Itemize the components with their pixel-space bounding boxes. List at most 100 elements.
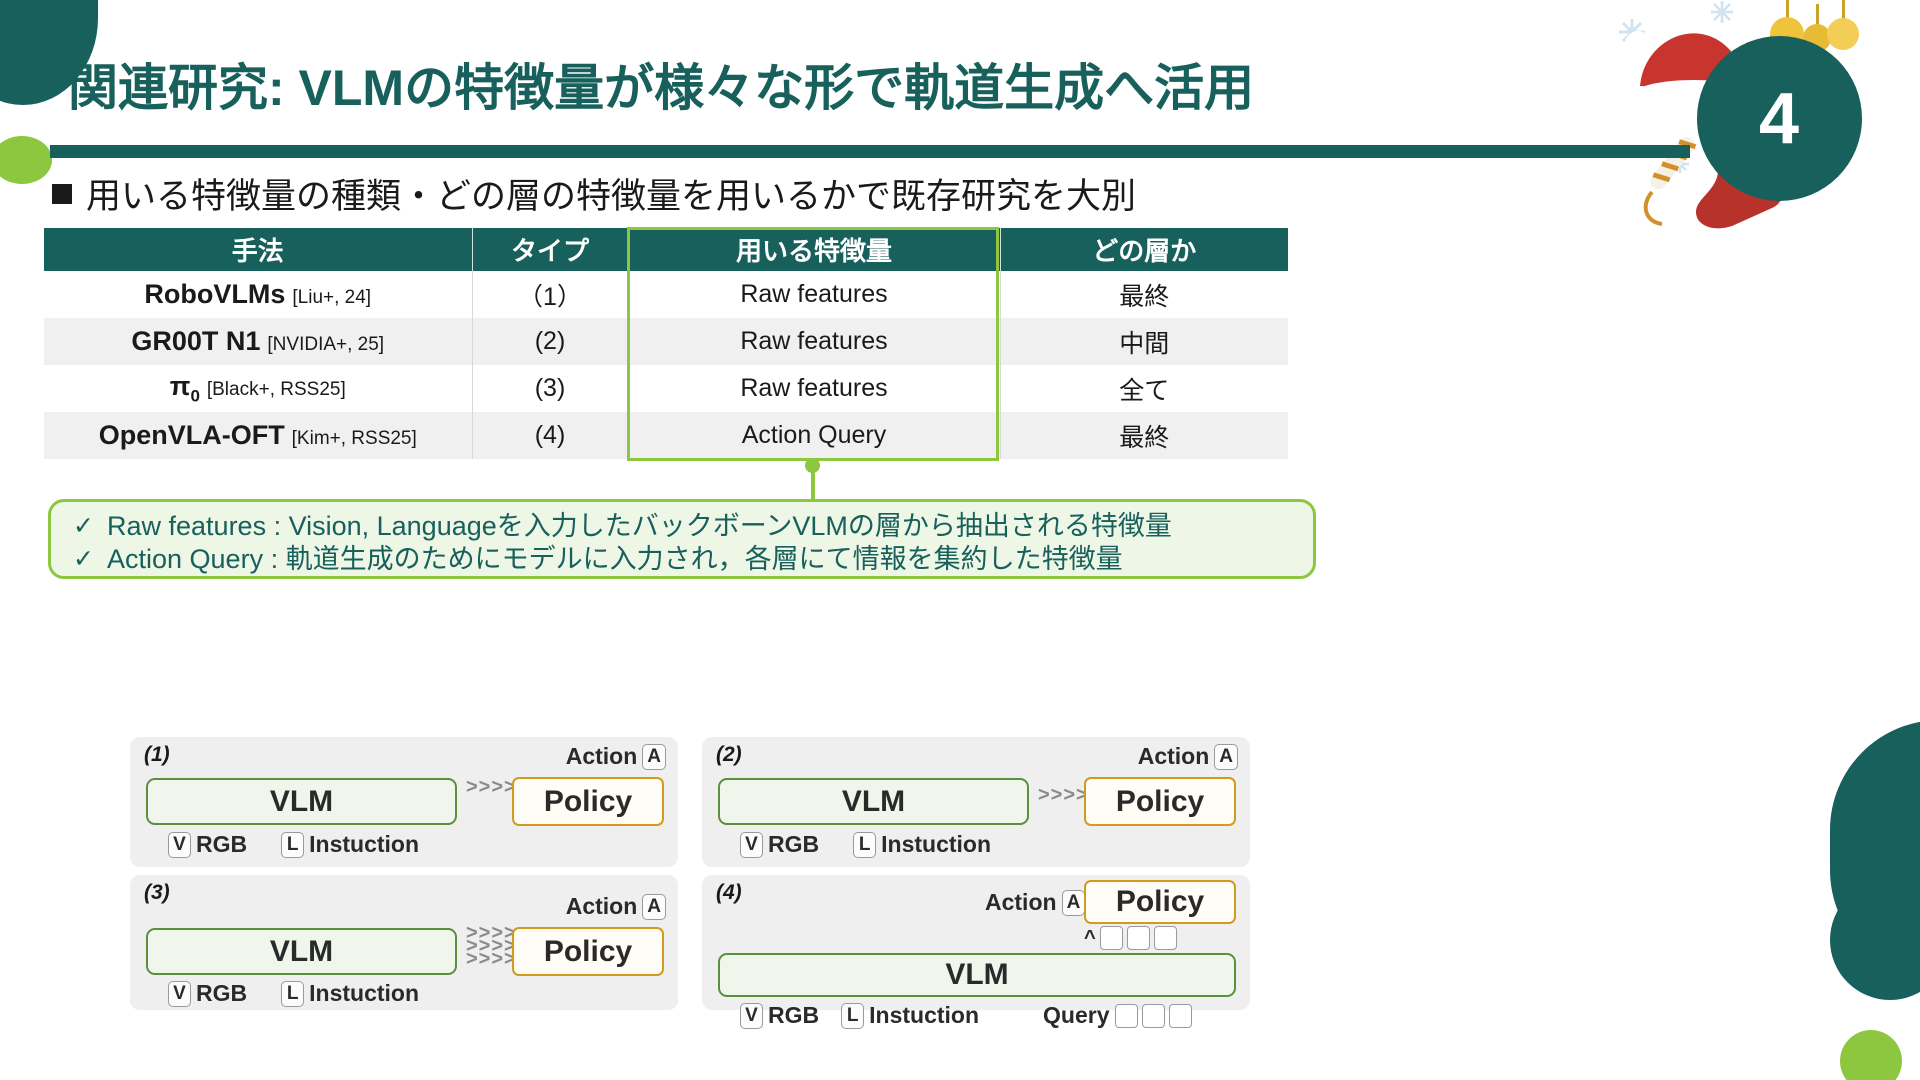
square-bullet-icon	[52, 183, 72, 204]
inputs-row-4: V RGB L Instuction Query	[740, 1002, 1192, 1029]
cell-method: OpenVLA-OFT [Kim+, RSS25]	[44, 412, 473, 459]
diagram-panel-3: (3) Action A VLM >>>> >>>> >>>> Policy V…	[130, 875, 678, 1010]
method-citation: [NVIDIA+, 25]	[267, 334, 385, 355]
table-row: RoboVLMs [Liu+, 24] （1） Raw features 最終	[44, 271, 1288, 318]
cell-layer: 中間	[1000, 318, 1288, 365]
table-header-row: 手法 タイプ 用いる特徴量 どの層か	[44, 228, 1288, 271]
language-tag: L	[281, 980, 305, 1007]
cell-type: (3)	[472, 365, 629, 412]
policy-box: Policy	[1084, 880, 1236, 924]
cell-layer: 最終	[1000, 412, 1288, 459]
check-icon: ✓	[73, 512, 94, 540]
page-number-badge: 4	[1697, 36, 1862, 201]
panel-label: (3)	[144, 881, 170, 904]
action-text: Action	[985, 889, 1057, 915]
vision-label: RGB	[196, 831, 248, 857]
diagram-panel-2: (2) Action A VLM >>>> Policy V RGB L Ins…	[702, 737, 1250, 867]
vision-tag: V	[168, 980, 191, 1007]
input-language: L Instuction	[281, 980, 419, 1007]
action-tag: A	[1214, 743, 1238, 770]
title-divider	[50, 145, 1690, 158]
input-language: L Instuction	[853, 831, 991, 858]
cell-feature: Action Query	[628, 412, 1001, 459]
language-label: Instuction	[881, 831, 992, 857]
callout-line: ✓ Raw features : Vision, Languageを入力したバッ…	[73, 510, 1295, 543]
cell-method: GR00T N1 [NVIDIA+, 25]	[44, 318, 473, 365]
policy-box: Policy	[1084, 777, 1236, 826]
vision-label: RGB	[768, 1002, 820, 1028]
cell-type: （1）	[472, 271, 629, 318]
flow-arrows-2: >>>>	[1038, 784, 1089, 806]
cell-type: (2)	[472, 318, 629, 365]
decor-blob-top-left-green	[0, 136, 52, 184]
query-label: Query	[1043, 1002, 1110, 1028]
query-cell	[1141, 1003, 1165, 1028]
page-number: 4	[1758, 78, 1801, 159]
check-icon: ✓	[73, 545, 94, 573]
panel-label: (4)	[716, 881, 742, 904]
method-citation: [Liu+, 24]	[292, 287, 372, 308]
table-row: GR00T N1 [NVIDIA+, 25] (2) Raw features …	[44, 318, 1288, 365]
highlight-connector-line	[811, 460, 815, 505]
highlight-connector-dot	[805, 458, 820, 473]
inputs-row-1: V RGB L Instuction	[168, 831, 419, 858]
query-cell	[1168, 1003, 1192, 1028]
action-output-label-3: Action A	[566, 893, 666, 920]
query-cell	[1114, 1003, 1138, 1028]
action-text: Action	[565, 743, 638, 769]
cell-feature: Raw features	[628, 271, 1001, 318]
action-output-label-2: Action A	[1138, 743, 1238, 770]
cell-type: (4)	[472, 412, 629, 459]
language-label: Instuction	[309, 831, 420, 857]
language-tag: L	[281, 831, 305, 858]
vlm-box: VLM	[146, 928, 457, 975]
input-language: L Instuction	[281, 831, 419, 858]
action-text: Action	[1137, 743, 1210, 769]
language-label: Instuction	[309, 980, 420, 1006]
query-cells	[1099, 926, 1177, 950]
cell-feature: Raw features	[628, 365, 1001, 412]
panel-label: (1)	[144, 743, 170, 766]
policy-box: Policy	[512, 927, 664, 976]
method-name: GR00T N1	[131, 326, 261, 356]
comparison-table: 手法 タイプ 用いる特徴量 どの層か RoboVLMs [Liu+, 24] （…	[44, 228, 1288, 459]
definitions-callout: ✓ Raw features : Vision, Languageを入力したバッ…	[48, 499, 1316, 579]
column-header-type: タイプ	[472, 228, 629, 271]
diagram-panel-4: (4) Action A Policy ^ VLM V RGB L Instuc…	[702, 875, 1250, 1029]
vision-tag: V	[168, 831, 191, 858]
action-tag: A	[1061, 889, 1086, 916]
method-citation: [Black+, RSS25]	[206, 378, 346, 400]
column-header-method: 手法	[44, 228, 473, 271]
method-name: π0	[169, 370, 200, 406]
input-vision: V RGB	[740, 831, 819, 858]
table-row: OpenVLA-OFT [Kim+, RSS25] (4) Action Que…	[44, 412, 1288, 459]
input-language: L Instuction	[841, 1002, 979, 1029]
caret-up-icon: ^	[1084, 926, 1096, 949]
action-tag: A	[642, 743, 666, 770]
vlm-box: VLM	[718, 778, 1029, 825]
input-vision: V RGB	[740, 1002, 819, 1029]
query-cell	[1153, 926, 1177, 950]
column-header-feature: 用いる特徴量	[628, 228, 1001, 271]
inputs-row-3: V RGB L Instuction	[168, 980, 419, 1007]
action-tag: A	[642, 893, 666, 920]
lead-bullet-row: 用いる特徴量の種類・どの層の特徴量を用いるかで既存研究を大別	[52, 168, 1136, 219]
callout-text-raw-features: Raw features : Vision, Languageを入力したバックボ…	[107, 511, 1172, 541]
vision-label: RGB	[196, 980, 248, 1006]
action-output-label-1: Action A	[566, 743, 666, 770]
method-citation: [Kim+, RSS25]	[291, 428, 417, 449]
table-row: π0 [Black+, RSS25] (3) Raw features 全て	[44, 365, 1288, 412]
callout-line: ✓ Action Query : 軌道生成のためにモデルに入力され，各層にて情報…	[73, 543, 1295, 576]
method-name: OpenVLA-OFT	[98, 420, 285, 450]
cell-method: RoboVLMs [Liu+, 24]	[44, 271, 473, 318]
language-tag: L	[853, 831, 877, 858]
flow-arrows-1: >>>>	[466, 776, 517, 798]
lead-bullet-text: 用いる特徴量の種類・どの層の特徴量を用いるかで既存研究を大別	[86, 177, 1137, 216]
panel-label: (2)	[716, 743, 742, 766]
decor-blob-bottom-right-dark	[1830, 880, 1920, 1000]
flow-arrows-3: >>>> >>>> >>>>	[466, 922, 517, 970]
query-cell	[1099, 926, 1123, 950]
input-vision: V RGB	[168, 980, 247, 1007]
callout-text-action-query: Action Query : 軌道生成のためにモデルに入力され，各層にて情報を集…	[107, 544, 1123, 574]
